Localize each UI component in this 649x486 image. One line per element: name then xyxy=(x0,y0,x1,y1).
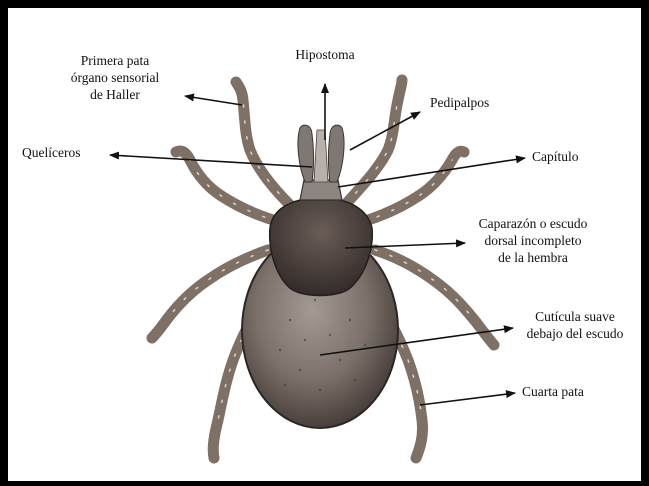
label-chelicerae: Quelíceros xyxy=(22,144,80,161)
label-first-leg-line3: de Haller xyxy=(50,86,180,103)
pedipalp-left xyxy=(298,125,314,182)
label-hypostome: Hipostoma xyxy=(270,46,380,63)
label-first-leg-line2: órgano sensorial xyxy=(50,69,180,86)
arrow-chelicerae xyxy=(110,155,312,167)
label-scutum-line2: dorsal incompleto xyxy=(458,232,608,249)
label-fourth-leg-line1: Cuarta pata xyxy=(522,383,584,400)
label-hypostome-line1: Hipostoma xyxy=(270,46,380,63)
label-cuticle-line2: debajo del escudo xyxy=(510,325,640,342)
label-first-leg-line1: Primera pata xyxy=(50,52,180,69)
pedipalp-right xyxy=(329,125,345,182)
label-capitulum: Capítulo xyxy=(532,148,579,165)
label-first-leg: Primera pata órgano sensorial de Haller xyxy=(50,52,180,103)
leg-left-1 xyxy=(236,82,290,205)
label-pedipalps: Pedipalpos xyxy=(430,94,489,111)
label-pedipalps-line1: Pedipalpos xyxy=(430,94,489,111)
capitulum-shape xyxy=(300,180,342,200)
label-chelicerae-line1: Quelíceros xyxy=(22,144,80,161)
hypostome-shape xyxy=(314,130,328,182)
label-cuticle-line1: Cutícula suave xyxy=(510,308,640,325)
label-scutum-line1: Caparazón o escudo xyxy=(458,215,608,232)
label-fourth-leg: Cuarta pata xyxy=(522,383,584,400)
label-scutum: Caparazón o escudo dorsal incompleto de … xyxy=(458,215,608,266)
arrow-first-leg xyxy=(185,96,242,105)
leg-right-1 xyxy=(345,80,402,205)
label-scutum-line3: de la hembra xyxy=(458,249,608,266)
label-cuticle: Cutícula suave debajo del escudo xyxy=(510,308,640,342)
arrow-fourth-leg xyxy=(420,393,515,405)
label-capitulum-line1: Capítulo xyxy=(532,148,579,165)
